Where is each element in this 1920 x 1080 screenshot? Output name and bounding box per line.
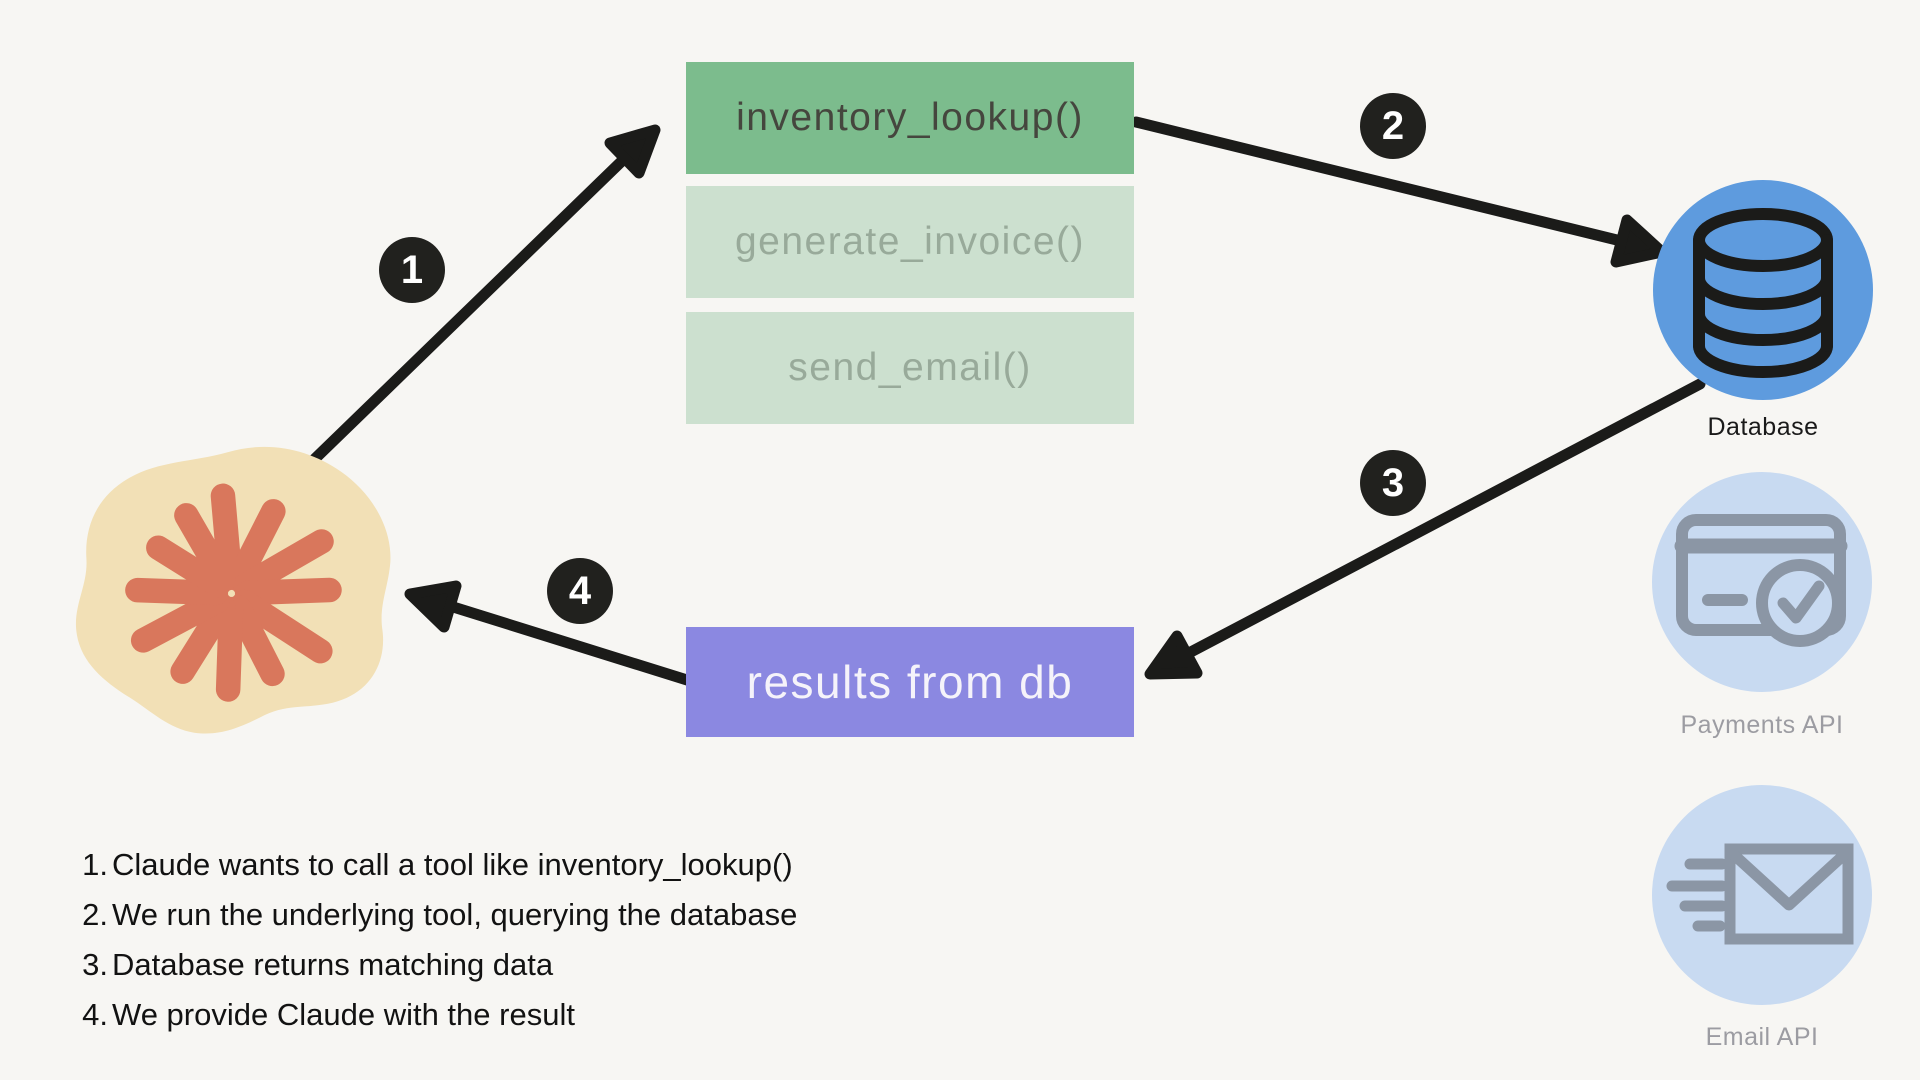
payments-api-label: Payments API bbox=[1680, 711, 1844, 739]
legend-item-4: 4. We provide Claude with the result bbox=[66, 990, 797, 1040]
tool-box-send-email: send_email() bbox=[686, 312, 1134, 424]
legend-item-text: We provide Claude with the result bbox=[112, 997, 575, 1032]
step-badge-number: 3 bbox=[1381, 460, 1405, 505]
step-badge-3: 3 bbox=[1360, 450, 1426, 516]
payments-api-node bbox=[1652, 472, 1872, 692]
database-node bbox=[1653, 180, 1873, 400]
step-badge-4: 4 bbox=[547, 558, 613, 624]
step-badge-number: 1 bbox=[400, 247, 424, 292]
database-label: Database bbox=[1707, 413, 1819, 441]
arrow-step-3 bbox=[1144, 378, 1706, 680]
legend-item-number: 1. bbox=[82, 847, 108, 882]
credit-card-check-icon bbox=[1674, 514, 1848, 647]
steps-legend: 1. Claude wants to call a tool like inve… bbox=[66, 840, 797, 1040]
arrow-step-1 bbox=[287, 124, 661, 486]
legend-item-number: 3. bbox=[82, 947, 108, 982]
email-send-icon bbox=[1666, 843, 1854, 945]
result-box-label: results from db bbox=[746, 656, 1074, 708]
email-api-label: Email API bbox=[1705, 1023, 1819, 1051]
tool-box-label: send_email() bbox=[788, 346, 1032, 389]
legend-item-1: 1. Claude wants to call a tool like inve… bbox=[66, 840, 797, 890]
step-badge-1: 1 bbox=[379, 237, 445, 303]
legend-item-2: 2. We run the underlying tool, querying … bbox=[66, 890, 797, 940]
step-badge-number: 2 bbox=[1381, 103, 1405, 148]
legend-item-text: Database returns matching data bbox=[112, 947, 554, 982]
legend-item-text: We run the underlying tool, querying the… bbox=[112, 897, 798, 932]
legend-item-3: 3. Database returns matching data bbox=[66, 940, 797, 990]
tool-box-label: generate_invoice() bbox=[734, 220, 1086, 263]
results-from-db-box: results from db bbox=[686, 627, 1134, 737]
arrow-step-4 bbox=[404, 580, 693, 686]
step-badge-2: 2 bbox=[1360, 93, 1426, 159]
database-cylinder-icon bbox=[1693, 208, 1833, 378]
tool-box-inventory-lookup: inventory_lookup() bbox=[686, 62, 1134, 174]
arrow-step-2 bbox=[1130, 116, 1668, 268]
legend-item-number: 4. bbox=[82, 997, 108, 1032]
step-badge-number: 4 bbox=[568, 568, 592, 613]
tool-box-label: inventory_lookup() bbox=[736, 96, 1084, 139]
email-api-node bbox=[1652, 785, 1872, 1005]
claude-spark-icon bbox=[75, 446, 391, 734]
legend-item-text: Claude wants to call a tool like invento… bbox=[112, 847, 793, 882]
legend-item-number: 2. bbox=[82, 897, 108, 932]
claude-node bbox=[55, 438, 408, 745]
tool-box-generate-invoice: generate_invoice() bbox=[686, 186, 1134, 298]
